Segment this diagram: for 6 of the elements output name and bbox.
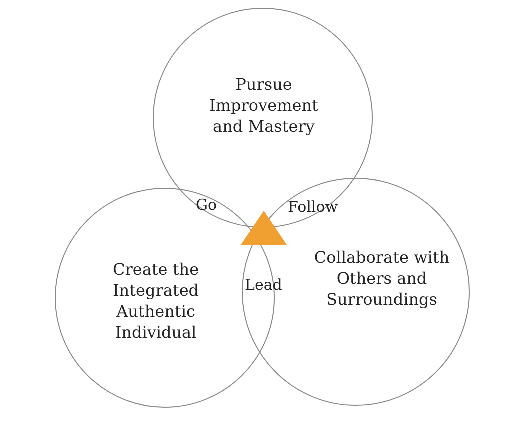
circle-label: Collaborate with Others and Surroundings — [313, 247, 451, 310]
circle-label: Pursue Improvement and Mastery — [208, 74, 320, 137]
overlap-label: Lead — [245, 276, 282, 294]
overlap-label: Follow — [288, 198, 338, 216]
circle-label: Create the Integrated Authentic Individual — [112, 259, 200, 343]
overlap-label: Go — [196, 196, 218, 214]
